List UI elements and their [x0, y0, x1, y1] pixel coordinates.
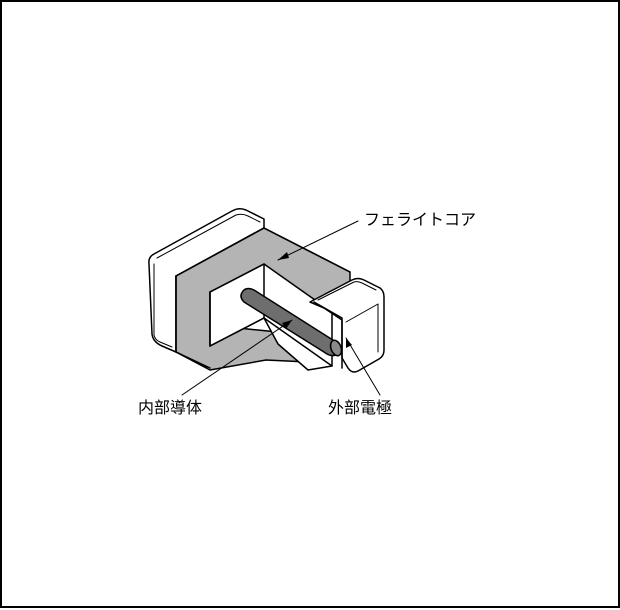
leader-ferrite: [277, 220, 359, 261]
leader-outer: [345, 337, 381, 396]
ferrite-core-label: フェライトコア: [364, 210, 477, 229]
outer-electrode-label: 外部電極: [328, 398, 393, 417]
left-electrode-shape: [148, 207, 265, 353]
inner-conductor-label: 内部導体: [138, 398, 203, 417]
leader-inner: [181, 319, 293, 396]
leader-lines: [181, 220, 381, 396]
inner-conductor-shape: [240, 287, 343, 357]
arrow-heads: [278, 252, 352, 348]
right-electrode-shape: [309, 277, 385, 373]
